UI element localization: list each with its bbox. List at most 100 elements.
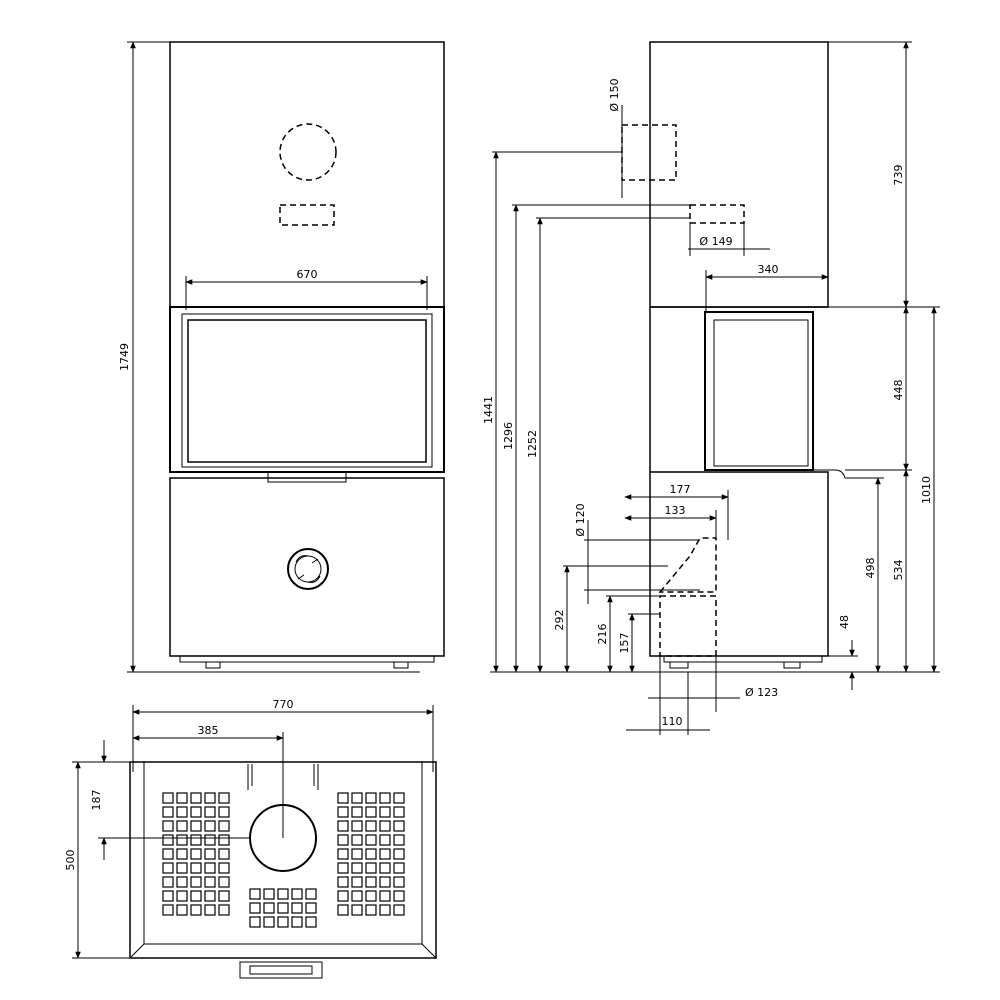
grille-hole [379, 792, 391, 804]
grille-hole [176, 876, 188, 888]
top-depth-label: 500 [64, 850, 77, 871]
grille-hole [176, 792, 188, 804]
grille-hole [393, 876, 405, 888]
grille-hole [337, 904, 349, 916]
grille-hole [218, 792, 230, 804]
top-width-label: 770 [273, 698, 294, 711]
side-1441-label: 1441 [482, 396, 495, 424]
side-133-label: 133 [665, 504, 686, 517]
grille-hole [204, 890, 216, 902]
side-1252-label: 1252 [526, 430, 539, 458]
grille-hole [190, 890, 202, 902]
grille-hole [337, 820, 349, 832]
grille-hole [393, 848, 405, 860]
grille-hole [218, 862, 230, 874]
grille-hole [379, 806, 391, 818]
side-48-label: 48 [838, 615, 851, 629]
grille-hole [337, 890, 349, 902]
side-534-label: 534 [892, 560, 905, 581]
top-385-label: 385 [198, 724, 219, 737]
grille-hole [351, 890, 363, 902]
grille-hole [190, 806, 202, 818]
grille-hole [393, 890, 405, 902]
side-1296-label: 1296 [502, 422, 515, 450]
grille-hole [365, 834, 377, 846]
side-157-label: 157 [618, 633, 631, 654]
grille-hole [393, 904, 405, 916]
grille-hole [176, 848, 188, 860]
grille-hole [365, 792, 377, 804]
grille-hole [291, 902, 303, 914]
grille-hole [190, 820, 202, 832]
grille-hole [379, 848, 391, 860]
grille-hole [218, 904, 230, 916]
grille-hole [162, 848, 174, 860]
grille-hole [365, 806, 377, 818]
grille-hole [263, 916, 275, 928]
grille-hole [305, 916, 317, 928]
grille-hole [204, 806, 216, 818]
grille-hole [263, 888, 275, 900]
grille-hole [351, 792, 363, 804]
top-view: 770 385 500 187 [64, 698, 437, 979]
grille-hole [263, 902, 275, 914]
front-height-label: 1749 [118, 343, 131, 371]
front-width-label: 670 [297, 268, 318, 281]
grille-hole [218, 890, 230, 902]
grille-hole [351, 862, 363, 874]
grille-hole [379, 904, 391, 916]
side-air-diameter-123: Ø 123 [745, 686, 778, 699]
side-110-label: 110 [662, 715, 683, 728]
grille-hole [249, 916, 261, 928]
grille-hole [379, 890, 391, 902]
grille-hole [365, 862, 377, 874]
grille-hole [379, 862, 391, 874]
side-448-label: 448 [892, 380, 905, 401]
side-depth-label: 340 [758, 263, 779, 276]
grille-hole [351, 904, 363, 916]
grille-hole [337, 834, 349, 846]
grille-hole [393, 806, 405, 818]
grille-hole [365, 876, 377, 888]
grille-hole [337, 792, 349, 804]
grille-hole [337, 862, 349, 874]
grille-hole [218, 876, 230, 888]
side-flue-top-diameter: Ø 150 [608, 78, 621, 111]
side-292-label: 292 [553, 610, 566, 631]
grille-hole [351, 848, 363, 860]
grille-hole [190, 848, 202, 860]
grille-hole [365, 848, 377, 860]
front-view: 670 1749 [118, 41, 445, 673]
grille-hole [190, 862, 202, 874]
grille-hole [162, 890, 174, 902]
grille-hole [162, 806, 174, 818]
grille-hole [351, 876, 363, 888]
grille-hole [277, 916, 289, 928]
grille-hole [204, 820, 216, 832]
side-1010-label: 1010 [920, 476, 933, 504]
grille-hole [351, 820, 363, 832]
side-216-label: 216 [596, 624, 609, 645]
grille-hole [393, 862, 405, 874]
grille-hole [204, 792, 216, 804]
grille-hole [162, 904, 174, 916]
grille-hole [337, 806, 349, 818]
grille-hole [291, 916, 303, 928]
grille-hole [162, 820, 174, 832]
grille-hole [291, 888, 303, 900]
grille-hole [204, 876, 216, 888]
grille-hole [190, 792, 202, 804]
grille-hole [218, 848, 230, 860]
grille-hole [162, 862, 174, 874]
grille-hole [162, 792, 174, 804]
grille-hole [176, 862, 188, 874]
grille-hole [365, 820, 377, 832]
grille-hole [176, 806, 188, 818]
grille-hole [351, 806, 363, 818]
side-view: Ø 150 Ø 149 340 739 448 1010 534 498 [482, 41, 940, 735]
side-flue-rear-diameter: Ø 149 [699, 235, 732, 248]
grille-hole [162, 834, 174, 846]
grille-hole [190, 834, 202, 846]
grille-hole [176, 890, 188, 902]
grille-hole [190, 904, 202, 916]
